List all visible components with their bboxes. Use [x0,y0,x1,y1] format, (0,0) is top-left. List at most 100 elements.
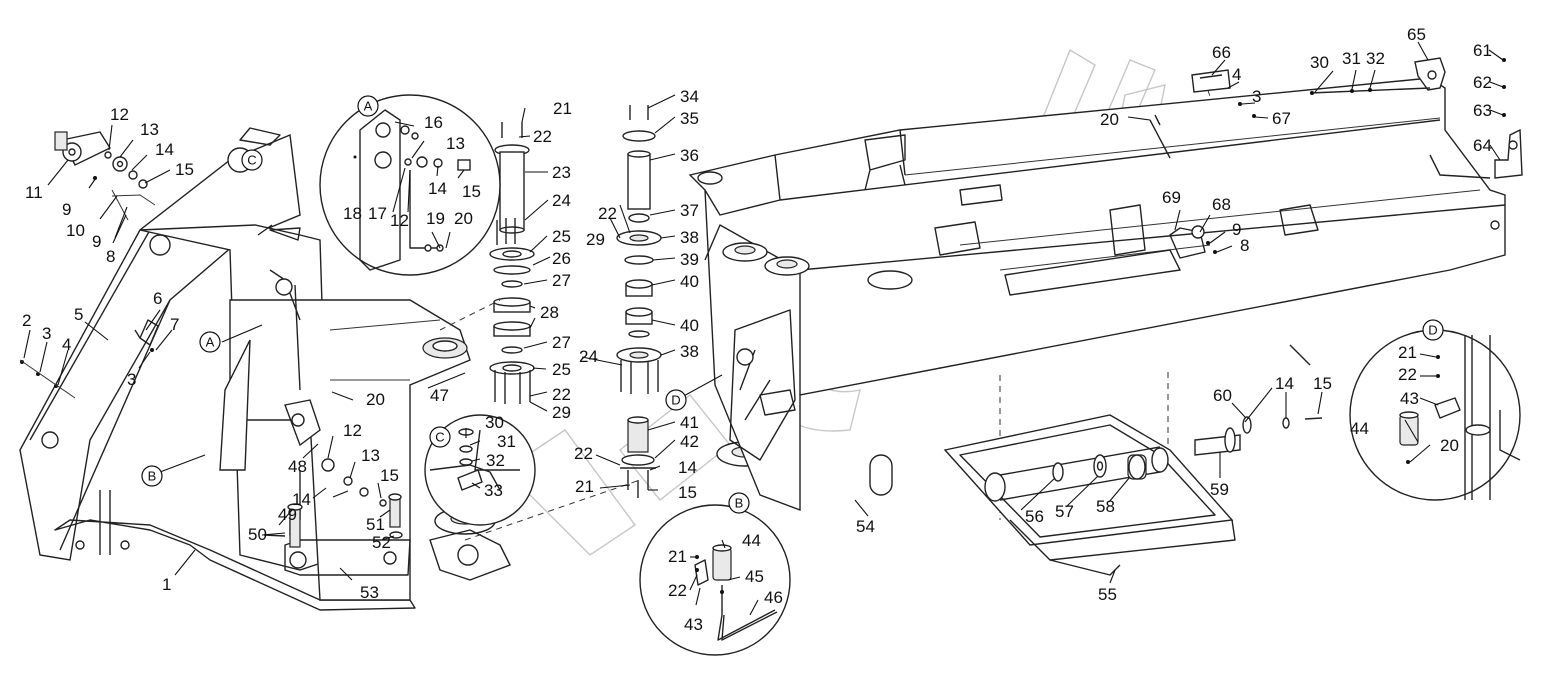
callout-label: 1 [162,575,171,594]
callout-label: 25 [552,227,571,246]
detail-marker-c-main: C [247,153,256,168]
callout-label: 69 [1162,188,1181,207]
callout-label: 42 [680,432,699,451]
callout-label: 58 [1096,497,1115,516]
callout-label: 15 [462,182,481,201]
callout-label: 39 [680,250,699,269]
callout-label: 8 [1240,236,1249,255]
callout-label: 2 [22,311,31,330]
callout-label: 35 [680,109,699,128]
callout-label: 14 [155,140,174,159]
center-bearing-stack-right [616,105,662,498]
callout-label: 40 [680,316,699,335]
callout-label: 38 [680,228,699,247]
callout-label: 25 [552,360,571,379]
callout-label: 9 [62,200,71,219]
detail-marker-d-main: D [671,393,680,408]
callout-label: 3 [42,324,51,343]
callout-label: 9 [92,232,101,251]
detail-view-c [424,414,536,526]
callout-label: 51 [366,515,385,534]
callout-label: 29 [586,230,605,249]
leader-lines [23,41,1504,616]
detail-markers: C A B D A B C D [141,95,1444,514]
callout-label: 47 [430,386,449,405]
callout-label: 20 [1440,436,1459,455]
callout-label: 38 [680,342,699,361]
callout-label: 12 [110,105,129,124]
callout-label: 55 [1098,585,1117,604]
callout-label: 3 [1252,87,1261,106]
callout-label: 27 [552,271,571,290]
lower-link-assembly [263,458,403,548]
detail-view-a [319,94,501,276]
callout-label: 22 [598,204,617,223]
detail-view-d [1349,329,1521,501]
callout-label: 31 [1342,49,1361,68]
callout-label: 14 [678,458,697,477]
callout-label: 33 [484,481,503,500]
callout-label: 21 [553,99,572,118]
callout-label: 68 [1212,195,1231,214]
callout-label: 24 [579,347,598,366]
callout-label: 20 [366,390,385,409]
callout-label: 32 [486,451,505,470]
callout-label: 21 [1398,343,1417,362]
lever-assembly [19,319,159,399]
callout-label: 43 [1400,389,1419,408]
callout-label: 45 [745,567,764,586]
callout-label: 52 [372,533,391,552]
callout-label: 50 [248,525,267,544]
detail-marker-b-detail: B [735,496,744,511]
callout-label: 3 [127,370,136,389]
callout-label: 16 [424,113,443,132]
callout-label: 7 [170,315,179,334]
callout-label: 15 [380,466,399,485]
callout-numbers: 1 2 3 3 3 4 4 5 6 7 8 8 9 9 9 10 11 12 1… [22,25,1492,634]
callout-label: 26 [552,249,571,268]
callout-label: 8 [106,247,115,266]
callout-label: 5 [74,305,83,324]
callout-label: 14 [1275,374,1294,393]
callout-label: 40 [680,272,699,291]
callout-label: 46 [764,588,783,607]
callout-label: 14 [292,490,311,509]
callout-label: 22 [552,385,571,404]
callout-label: 67 [1272,109,1291,128]
callout-label: 19 [426,209,445,228]
callout-label: 32 [1366,49,1385,68]
callout-label: 9 [1232,220,1241,239]
detail-marker-d-detail: D [1428,323,1437,338]
main-chassis-frame [688,77,1506,512]
callout-label: 53 [360,583,379,602]
detail-marker-a-detail: A [364,99,373,114]
callout-label: 30 [1310,53,1329,72]
upper-pin-assembly [54,131,156,221]
callout-label: 61 [1473,41,1492,60]
callout-label: 54 [856,517,875,536]
callout-label: 23 [552,163,571,182]
callout-label: 20 [1100,110,1119,129]
callout-label: 22 [533,127,552,146]
callout-label: 66 [1212,43,1231,62]
callout-label: 49 [278,505,297,524]
callout-label: 60 [1213,386,1232,405]
callout-label: 17 [368,204,387,223]
callout-label: 59 [1210,480,1229,499]
callout-label: 36 [680,146,699,165]
callout-label: 64 [1473,136,1492,155]
callout-label: 37 [680,201,699,220]
callout-label: 15 [175,160,194,179]
callout-label: 12 [343,421,362,440]
callout-label: 21 [668,547,687,566]
loader-arm [19,127,471,611]
detail-marker-a-main: A [206,335,215,350]
callout-label: 62 [1473,73,1492,92]
callout-label: 21 [575,477,594,496]
callout-label: 15 [678,483,697,502]
callout-label: 14 [428,179,447,198]
callout-label: 57 [1055,502,1074,521]
callout-label: 15 [1313,374,1332,393]
callout-label: 30 [485,413,504,432]
